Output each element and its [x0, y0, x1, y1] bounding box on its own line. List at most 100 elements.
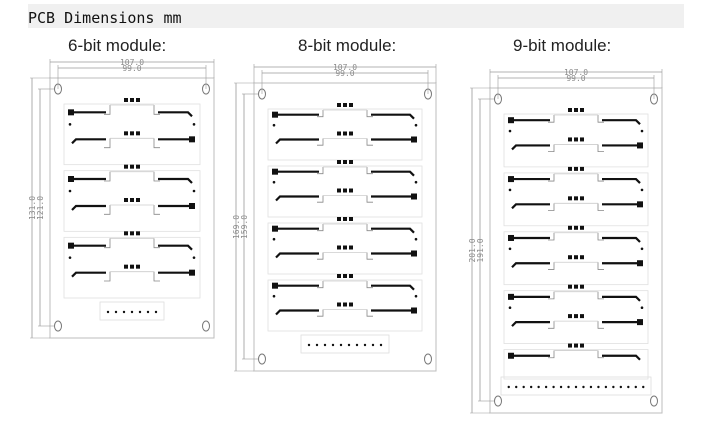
- digit-segment: [272, 123, 418, 146]
- smd-pad: [130, 131, 134, 136]
- inner-height-label: 159.0: [240, 215, 249, 239]
- board-outline: [49, 77, 215, 339]
- smd-pad: [574, 225, 578, 230]
- smd-pad: [580, 255, 584, 260]
- connector-pin: [589, 385, 593, 389]
- inner-height-label: 121.0: [36, 196, 45, 220]
- via-dot: [414, 294, 418, 298]
- smd-pad: [349, 217, 353, 221]
- bracket-outline: [104, 271, 111, 282]
- smd-pad: [574, 314, 578, 319]
- bracket-outline: [104, 171, 111, 182]
- via-dot: [68, 189, 72, 193]
- smd-pad: [130, 198, 134, 202]
- square-pad: [272, 111, 278, 118]
- via-dot: [272, 180, 276, 184]
- copper-trace: [511, 321, 550, 327]
- bracket-outline: [366, 138, 373, 146]
- smd-pad: [568, 108, 572, 112]
- smd-pad: [130, 231, 134, 236]
- copper-trace: [71, 271, 106, 278]
- square-pad: [272, 168, 278, 175]
- outer-height-label: 169.0: [232, 215, 241, 239]
- bracket-outline: [317, 224, 324, 232]
- smd-pad: [349, 274, 353, 278]
- bracket-outline: [104, 105, 111, 115]
- connector-pin: [130, 310, 134, 314]
- square-pad: [68, 176, 74, 182]
- smd-pad: [349, 103, 353, 107]
- bracket-outline: [153, 105, 160, 115]
- square-pad: [411, 193, 417, 200]
- mounting-hole: [424, 353, 432, 365]
- square-pad: [637, 201, 643, 208]
- smd-pad: [124, 98, 128, 102]
- bracket-outline: [317, 309, 324, 317]
- square-pad: [508, 293, 514, 300]
- smd-pad: [568, 284, 572, 289]
- bracket-outline: [597, 203, 604, 211]
- smd-pad: [130, 98, 134, 102]
- via-dot: [272, 237, 276, 241]
- mounting-hole: [494, 395, 502, 407]
- smd-pad: [136, 164, 140, 169]
- connector-pin: [522, 385, 525, 389]
- copper-trace: [158, 177, 193, 184]
- via-dot: [414, 180, 418, 184]
- connector-pin: [529, 385, 533, 389]
- smd-pad: [136, 198, 140, 202]
- square-pad: [411, 307, 417, 314]
- outer-width-label: 107.0: [564, 68, 588, 77]
- bracket-outline: [597, 321, 604, 329]
- connector-outline: [99, 301, 165, 321]
- connector-pin: [612, 385, 615, 389]
- smd-pad: [580, 225, 584, 230]
- via-dot: [68, 123, 72, 126]
- copper-trace: [158, 111, 193, 118]
- smd-pad: [580, 196, 584, 201]
- via-dot: [192, 189, 196, 193]
- square-pad: [508, 234, 514, 241]
- smd-pad: [580, 314, 584, 319]
- connector-pin: [634, 385, 637, 389]
- smd-pad: [343, 245, 347, 250]
- bracket-outline: [153, 138, 160, 149]
- connector-pin: [642, 385, 645, 389]
- smd-pad: [574, 196, 578, 201]
- bracket-outline: [317, 281, 324, 289]
- bracket-outline: [597, 291, 604, 300]
- digit-segment: [508, 129, 644, 153]
- copper-trace: [602, 119, 641, 125]
- bracket-outline: [548, 173, 555, 182]
- mounting-hole: [54, 320, 62, 332]
- bracket-outline: [317, 138, 324, 146]
- bracket-outline: [366, 281, 373, 289]
- square-pad: [68, 242, 74, 249]
- connector-pin: [315, 343, 319, 347]
- copper-trace: [71, 204, 106, 211]
- inner-width-label: 99.0: [566, 74, 585, 83]
- connector-pin: [331, 343, 335, 347]
- smd-pad: [343, 217, 347, 221]
- bracket-outline: [317, 252, 324, 260]
- smd-pad: [343, 160, 347, 164]
- copper-trace: [371, 170, 415, 177]
- digit-segment: [272, 180, 418, 203]
- square-pad: [508, 117, 514, 124]
- outer-height-label: 131.0: [28, 196, 37, 220]
- via-dot: [414, 123, 418, 127]
- connector-pin: [544, 385, 548, 389]
- smd-pad: [343, 131, 347, 136]
- via-dot: [640, 129, 644, 133]
- connector-pin: [507, 385, 510, 389]
- bracket-outline: [548, 144, 555, 153]
- connector-pin: [146, 310, 150, 314]
- connector-pin: [582, 385, 585, 389]
- bracket-outline: [597, 262, 604, 270]
- copper-trace: [371, 227, 415, 234]
- smd-pad: [343, 274, 347, 278]
- smd-pad: [568, 225, 572, 230]
- bracket-outline: [104, 205, 111, 215]
